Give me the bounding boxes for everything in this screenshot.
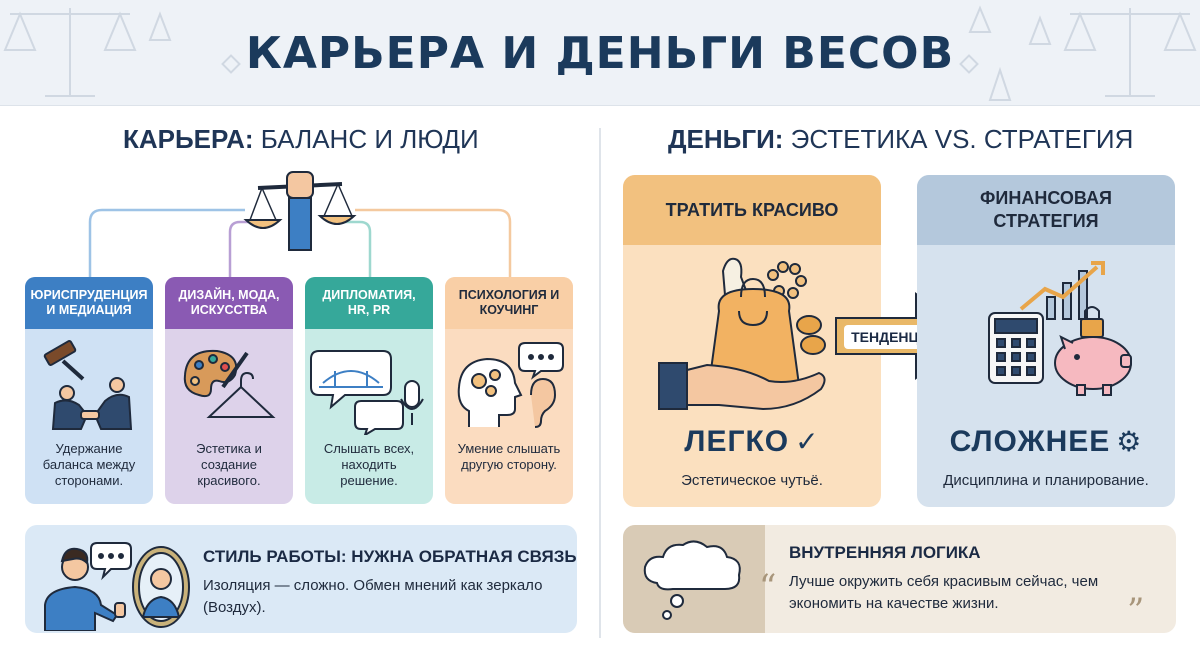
money-heading: ДЕНЬГИ: ЭСТЕТИКА VS. СТРАТЕГИЯ: [668, 124, 1133, 155]
open-quote-icon: “: [759, 567, 777, 607]
money-heading-rest: ЭСТЕТИКА VS. СТРАТЕГИЯ: [783, 124, 1134, 154]
career-card-title: ДИПЛОМАТИЯ, HR, PR: [305, 277, 433, 329]
person-mirror-icon: [44, 542, 190, 631]
career-heading-rest: БАЛАНС И ЛЮДИ: [253, 124, 479, 154]
strategy-big-word: СЛОЖНЕЕ⚙: [917, 425, 1175, 459]
logic-title: ВНУТРЕННЯЯ ЛОГИКА: [789, 543, 981, 562]
thought-cloud-icon: [643, 540, 741, 620]
check-circle-icon: ✓: [795, 426, 820, 457]
career-card-title: ЮРИСПРУДЕНЦИЯ И МЕДИАЦИЯ: [25, 277, 153, 329]
gavel-handshake-icon: [43, 340, 133, 430]
header-banner: КАРЬЕРА И ДЕНЬГИ ВЕСОВ: [0, 0, 1200, 106]
scales-background-icon: [3, 5, 1197, 101]
page-title: КАРЬЕРА И ДЕНЬГИ ВЕСОВ: [245, 28, 955, 79]
spend-big-label: ЛЕГКО: [684, 425, 790, 458]
strategy-title: ФИНАНСОВАЯ СТРАТЕГИЯ: [917, 175, 1175, 245]
inner-logic-panel: “ ВНУТРЕННЯЯ ЛОГИКА Лучше окружить себя …: [623, 525, 1176, 633]
close-quote-icon: ”: [1127, 591, 1145, 631]
career-heading: КАРЬЕРА: БАЛАНС И ЛЮДИ: [123, 124, 479, 155]
head-gears-ear-icon: [457, 342, 564, 428]
career-card-diplomacy: ДИПЛОМАТИЯ, HR, PR Слышать всех, находит…: [305, 277, 433, 504]
section-divider: [599, 128, 601, 638]
strategy-text: Дисциплина и планирование.: [943, 472, 1149, 489]
connector-tree: [88, 171, 512, 278]
career-card-design: ДИЗАЙН, МОДА, ИСКУССТВА Эстетика и созда…: [165, 277, 293, 504]
career-card-text: Удержание баланса между сторонами.: [42, 441, 136, 488]
calculator-piggybank-chart-icon: [988, 261, 1132, 396]
hand-scales-icon: [243, 171, 357, 251]
career-heading-bold: КАРЬЕРА:: [123, 124, 254, 154]
money-heading-bold: ДЕНЬГИ:: [668, 124, 784, 154]
speech-bubbles-microphone-icon: [310, 350, 424, 435]
spend-big-word: ЛЕГКО✓: [623, 425, 881, 459]
strategy-big-label: СЛОЖНЕЕ: [949, 425, 1111, 458]
logic-text: Лучше окружить себя красивым сейчас, чем…: [789, 573, 1099, 612]
gear-icon: ⚙: [1116, 426, 1143, 457]
career-card-text: Умение слышать другую сторону.: [457, 441, 561, 472]
spend-text: Эстетическое чутьё.: [681, 472, 823, 489]
career-card-text: Слышать всех, находить решение.: [323, 441, 415, 488]
work-style-title: СТИЛЬ РАБОТЫ: НУЖНА ОБРАТНАЯ СВЯЗЬ: [203, 547, 577, 566]
financial-strategy-card: ФИНАНСОВАЯ СТРАТЕГИЯ СЛОЖНЕЕ⚙ Дисц: [917, 175, 1175, 507]
career-card-law: ЮРИСПРУДЕНЦИЯ И МЕДИАЦИЯ Удержание балан…: [25, 277, 153, 504]
logic-icon-area: [623, 525, 765, 633]
palette-hanger-icon: [183, 349, 276, 418]
spend-title: ТРАТИТЬ КРАСИВО: [623, 175, 881, 245]
career-card-title: ДИЗАЙН, МОДА, ИСКУССТВА: [165, 277, 293, 329]
career-card-title: ПСИХОЛОГИЯ И КОУЧИНГ: [445, 277, 573, 329]
work-style-text: Изоляция — сложно. Обмен мнений как зерк…: [203, 577, 543, 616]
hand-shopping-bag-icon: [658, 257, 826, 411]
career-card-text: Эстетика и создание красивого.: [196, 441, 262, 488]
work-style-panel: СТИЛЬ РАБОТЫ: НУЖНА ОБРАТНАЯ СВЯЗЬ Изоля…: [25, 525, 577, 633]
career-card-psychology: ПСИХОЛОГИЯ И КОУЧИНГ Умение слышать друг…: [445, 277, 573, 504]
